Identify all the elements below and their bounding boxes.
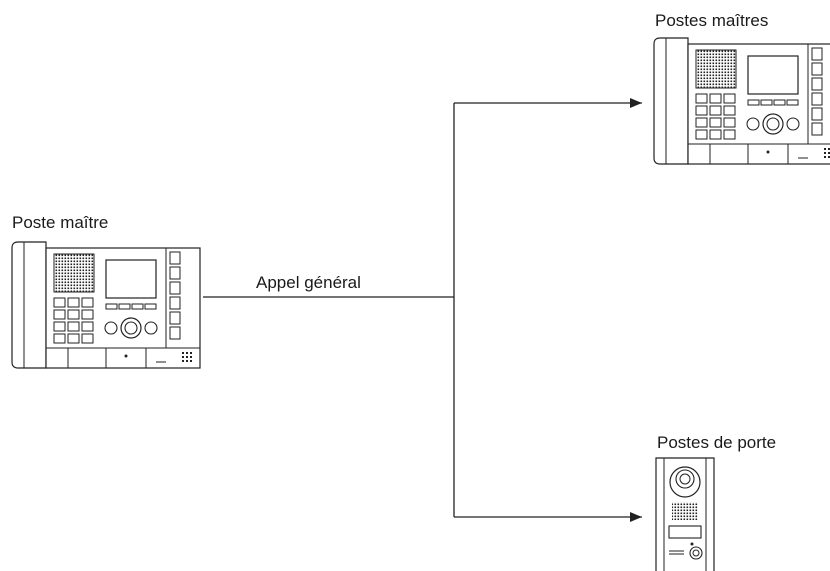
target-master-label: Postes maîtres bbox=[655, 11, 768, 30]
door-station-icon bbox=[655, 457, 715, 571]
source-master-station-icon bbox=[11, 241, 201, 369]
source-station-label: Poste maître bbox=[12, 213, 108, 232]
connector-label: Appel général bbox=[256, 273, 361, 292]
target-master-station-icon bbox=[653, 37, 830, 165]
target-door-label: Postes de porte bbox=[657, 433, 776, 452]
